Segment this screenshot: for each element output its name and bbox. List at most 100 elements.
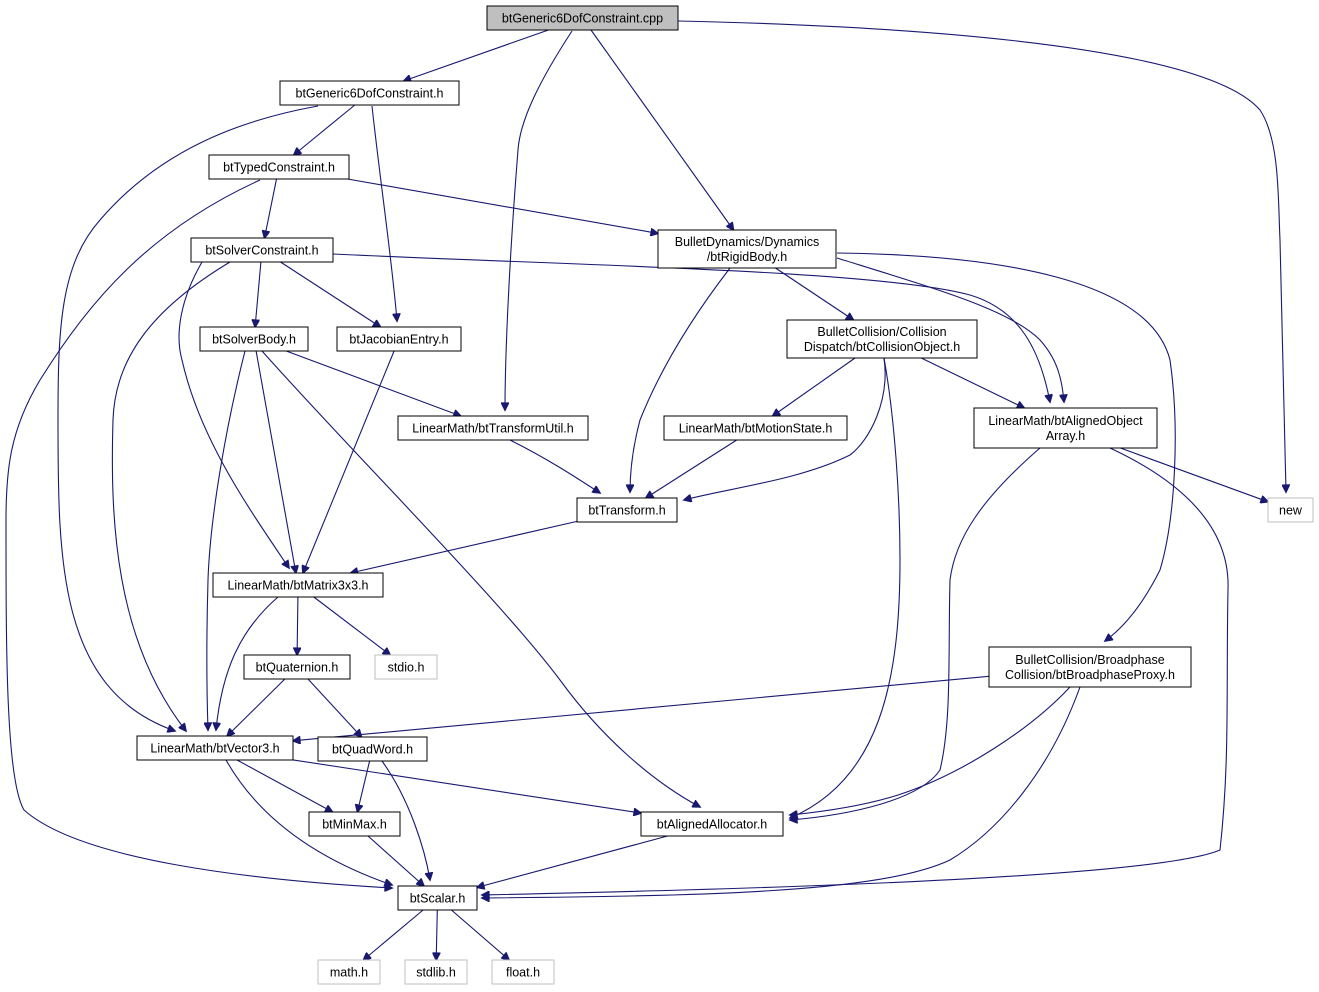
edge-scalar-to-float (451, 909, 509, 960)
node-box-g6dof_h (279, 80, 460, 106)
node-box-collobj (786, 319, 978, 359)
edge-broadphase-to-vector3 (293, 675, 990, 741)
node-box-float (491, 959, 555, 985)
node-label-broadphase-line-1: BulletCollision/Broadphase (1015, 653, 1164, 667)
node-transformutil[interactable]: LinearMath/btTransformUtil.h (397, 415, 589, 441)
node-quadword[interactable]: btQuadWord.h (317, 736, 428, 762)
edge-scalar-to-stdlib (436, 909, 437, 960)
edge-solverc-to-alignedarray (332, 253, 1050, 402)
node-box-stdlib (404, 959, 468, 985)
node-label-collobj-line-1: BulletCollision/Collision (817, 325, 946, 339)
node-label-motionstate: LinearMath/btMotionState.h (679, 422, 833, 436)
edge-transform-to-matrix (351, 520, 578, 573)
edge-broadphase-to-scalar (482, 686, 1081, 898)
node-label-solverbody: btSolverBody.h (212, 333, 296, 347)
node-label-transform: btTransform.h (588, 504, 665, 518)
node-new: new (1267, 497, 1314, 523)
node-collobj[interactable]: BulletCollision/CollisionDispatch/btColl… (786, 319, 978, 359)
node-box-rigid (657, 229, 837, 269)
edge-rigid-to-collobj (775, 267, 854, 320)
edge-transformutil-to-transform (509, 439, 600, 493)
node-box-math (317, 959, 381, 985)
node-label-typed: btTypedConstraint.h (223, 161, 335, 175)
edges-layer (5, 20, 1286, 960)
edge-g6dof_h-to-jacobian (371, 105, 397, 321)
node-typed[interactable]: btTypedConstraint.h (208, 154, 350, 180)
node-box-typed (208, 154, 350, 180)
node-label-transformutil: LinearMath/btTransformUtil.h (412, 422, 573, 436)
edge-collobj-to-motionstate (773, 357, 856, 416)
node-label-alignedarray-line-2: Array.h (1046, 429, 1085, 443)
node-box-solverbody (199, 326, 309, 352)
edge-broadphase-to-allocator (790, 686, 1071, 815)
edge-vector3-to-minmax (236, 759, 333, 812)
node-box-minmax (308, 811, 401, 837)
node-box-allocator (640, 811, 784, 837)
node-box-transform (576, 497, 678, 523)
node-label-new: new (1279, 504, 1303, 518)
node-label-minmax: btMinMax.h (322, 818, 387, 832)
node-box-transformutil (397, 415, 589, 441)
node-float: float.h (491, 959, 555, 985)
node-solverbody[interactable]: btSolverBody.h (199, 326, 309, 352)
node-solverc[interactable]: btSolverConstraint.h (190, 237, 334, 263)
edge-vector3-to-allocator (292, 759, 641, 813)
edge-solverbody-to-allocator (261, 350, 700, 807)
node-stdlib: stdlib.h (404, 959, 468, 985)
node-box-stdio (374, 654, 438, 680)
node-label-scalar: btScalar.h (410, 892, 466, 906)
node-box-quadword (317, 736, 428, 762)
node-box-motionstate (663, 415, 848, 441)
node-rigid[interactable]: BulletDynamics/Dynamics/btRigidBody.h (657, 229, 837, 269)
node-label-g6dof_h: btGeneric6DofConstraint.h (296, 87, 444, 101)
edge-solverc-to-vector3 (111, 261, 231, 731)
node-transform[interactable]: btTransform.h (576, 497, 678, 523)
node-label-collobj-line-2: Dispatch/btCollisionObject.h (804, 340, 960, 354)
node-vector3[interactable]: LinearMath/btVector3.h (136, 735, 294, 761)
edge-root-to-g6dof_h (404, 29, 549, 81)
edge-solverc-to-matrix (178, 261, 289, 568)
node-g6dof_h[interactable]: btGeneric6DofConstraint.h (279, 80, 460, 106)
edge-solverc-to-solverbody (255, 261, 262, 327)
node-label-rigid-line-1: BulletDynamics/Dynamics (675, 235, 819, 249)
edge-quaternion-to-vector3 (227, 678, 286, 736)
edge-matrix-to-quaternion (297, 596, 298, 655)
edge-alignedarray-to-scalar (482, 447, 1229, 895)
node-label-quadword: btQuadWord.h (332, 743, 413, 757)
node-motionstate[interactable]: LinearMath/btMotionState.h (663, 415, 848, 441)
node-allocator[interactable]: btAlignedAllocator.h (640, 811, 784, 837)
edge-vector3-to-scalar (225, 759, 392, 885)
edge-alignedarray-to-new (1120, 447, 1268, 502)
edge-scalar-to-math (363, 909, 424, 960)
edge-matrix-to-stdio (313, 596, 390, 655)
node-box-jacobian (336, 326, 462, 352)
node-root[interactable]: btGeneric6DofConstraint.cpp (486, 5, 679, 31)
node-matrix[interactable]: LinearMath/btMatrix3x3.h (212, 572, 384, 598)
edge-collobj-to-allocator (790, 357, 901, 818)
edge-quaternion-to-quadword (307, 678, 362, 737)
edge-root-to-new (677, 20, 1286, 492)
edge-typed-to-rigid (347, 178, 659, 233)
node-quaternion[interactable]: btQuaternion.h (243, 654, 351, 680)
node-minmax[interactable]: btMinMax.h (308, 811, 401, 837)
node-label-solverc: btSolverConstraint.h (205, 244, 318, 258)
node-jacobian[interactable]: btJacobianEntry.h (336, 326, 462, 352)
edge-minmax-to-scalar (367, 835, 424, 886)
edge-solverbody-to-transformutil (286, 350, 461, 416)
edge-quadword-to-minmax (357, 760, 371, 812)
node-label-quaternion: btQuaternion.h (256, 661, 339, 675)
edge-rigid-to-transform (630, 267, 731, 492)
node-label-float: float.h (506, 966, 540, 980)
node-scalar[interactable]: btScalar.h (397, 885, 478, 911)
node-label-vector3: LinearMath/btVector3.h (150, 742, 279, 756)
edge-collobj-to-transform (684, 357, 886, 500)
node-label-stdlib: stdlib.h (416, 966, 456, 980)
node-box-solverc (190, 237, 334, 263)
edge-collobj-to-alignedarray (920, 357, 1024, 408)
edge-g6dof_h-to-vector3 (57, 105, 319, 731)
node-broadphase[interactable]: BulletCollision/BroadphaseCollision/btBr… (988, 646, 1192, 688)
edge-alignedarray-to-allocator (790, 447, 1041, 820)
edge-quadword-to-scalar (381, 760, 430, 880)
